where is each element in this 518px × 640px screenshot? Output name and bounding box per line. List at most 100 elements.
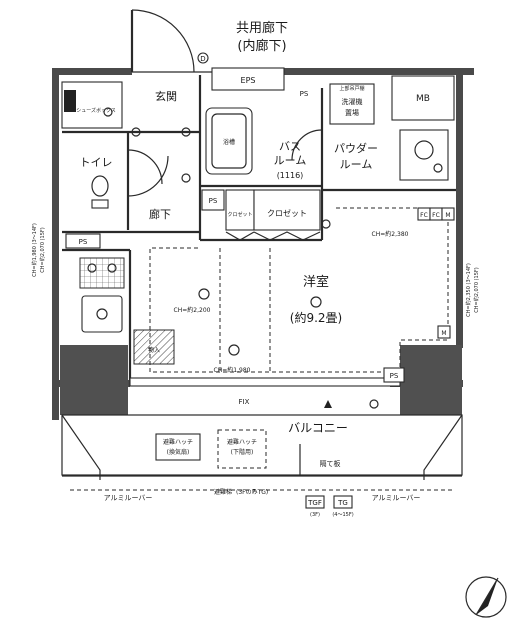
stove-burner-1 xyxy=(87,263,97,273)
m-box-1 xyxy=(441,207,455,221)
ceiling-note: CH=約2,380 xyxy=(372,230,409,238)
tgf-box xyxy=(305,495,325,509)
m-label-2: M xyxy=(441,330,446,337)
eps-label: EPS xyxy=(241,76,256,85)
ps-mid-box xyxy=(201,189,225,211)
mb-box xyxy=(391,75,455,121)
ch-vertical-left-2: CH=約2,070 (15F) xyxy=(39,227,46,273)
column-right xyxy=(400,345,462,415)
bath-door xyxy=(291,129,323,161)
column-left xyxy=(60,345,128,415)
mb-label: MB xyxy=(416,94,430,104)
storage-box xyxy=(133,329,175,365)
hatch2-line1: 避難ハッチ xyxy=(227,438,257,446)
m-label-1: M xyxy=(445,212,450,219)
storage-label: 物入 xyxy=(148,346,160,354)
toilet-label: トイレ xyxy=(80,156,113,169)
tg-sub: (4〜15F) xyxy=(332,512,353,518)
ps-bottom-right-label: PS xyxy=(390,372,399,380)
escape-hatch-2 xyxy=(217,429,267,469)
ps-top-label: PS xyxy=(300,90,309,98)
vanity xyxy=(399,129,449,181)
bath-label-line1: バス xyxy=(279,140,301,153)
powder-label-line1: パウダー xyxy=(334,141,378,155)
light-western-bottom xyxy=(228,344,240,356)
vanity-tap xyxy=(433,163,443,173)
d-label: D xyxy=(200,55,205,63)
ps-mid-label: PS xyxy=(209,197,218,205)
ch-vertical-right: CH=約2,350 (3〜14F) xyxy=(465,263,472,317)
ch-bottom-label: CH=約1,980 xyxy=(214,366,251,374)
light-entrance xyxy=(131,127,141,137)
light-balcony-right xyxy=(369,399,379,409)
hallway-label: 廊下 xyxy=(149,207,171,221)
entrance-door xyxy=(130,9,212,73)
western-light xyxy=(310,296,322,308)
hatch1-line2: (換気扇) xyxy=(167,448,190,456)
toilet-door xyxy=(127,149,163,185)
drain-label: 避難梯 xyxy=(214,488,232,496)
north-compass xyxy=(465,576,507,618)
bath-label-line2: ルーム xyxy=(274,154,307,167)
fc-label-2: FC xyxy=(432,212,440,219)
closet-2 xyxy=(253,189,321,231)
bath-tub xyxy=(205,107,253,175)
bath-tub-label: 浴槽 xyxy=(223,138,235,146)
corridor-label-line1: 共用廊下 xyxy=(236,20,288,36)
drain-note: (3FのみTG) xyxy=(236,489,268,496)
closet-doors xyxy=(225,231,321,241)
ps-bottom-right xyxy=(383,367,405,383)
western-label-line2: (約9.2畳) xyxy=(290,310,342,325)
upper-closet-label: 上部吊戸棚 xyxy=(339,85,364,92)
ps-left-label: PS xyxy=(79,238,88,246)
closet-2-label: クロゼット xyxy=(267,208,307,218)
fc-label-1: FC xyxy=(420,212,428,219)
hallway-door xyxy=(127,155,169,197)
bath-tub-inner xyxy=(211,113,247,169)
stove-burner-2 xyxy=(107,263,117,273)
wm-label-line1: 洗濯機 xyxy=(342,97,363,106)
western-label-line1: 洋室 xyxy=(303,274,329,290)
d-marker xyxy=(197,52,209,64)
closet-1 xyxy=(225,189,255,231)
tgf-label: TGF xyxy=(307,499,322,507)
tg-box xyxy=(333,495,353,509)
kitchen-sink xyxy=(81,295,123,333)
inner-walls xyxy=(62,75,456,380)
partition-label: 隔て板 xyxy=(320,459,341,468)
ch-vertical-left: CH=約1,980 (3〜14F) xyxy=(31,223,38,277)
louver-left-label: アルミルーバー xyxy=(104,494,153,502)
light-hall xyxy=(181,173,191,183)
kitchen-stove xyxy=(79,257,125,289)
ch-left-label: CH=約2,200 xyxy=(174,306,211,314)
light-entrance-2 xyxy=(181,127,191,137)
eps-box xyxy=(211,67,285,91)
closet-1-label: クロゼット xyxy=(227,211,252,218)
kitchen-tap xyxy=(96,308,108,320)
corridor-label-line2: (内廊下) xyxy=(237,38,286,54)
window-sash xyxy=(129,377,401,387)
light-hall-2 xyxy=(103,107,113,117)
ceiling-dash-outline xyxy=(149,207,449,373)
shoe-box-dark xyxy=(64,90,76,112)
m-box-2 xyxy=(437,325,451,339)
bath-size-label: (1116) xyxy=(277,171,304,180)
fix-label: FIX xyxy=(239,398,250,406)
tgf-sub: (3F) xyxy=(310,512,320,518)
escape-hatch-1 xyxy=(155,433,201,461)
hatch1-line1: 避難ハッチ xyxy=(163,438,193,446)
hatch2-line2: (下階用) xyxy=(231,448,254,456)
light-western-left xyxy=(198,288,210,300)
vanity-sink xyxy=(414,140,434,160)
ch-vertical-right-2: CH=約2,070 (15F) xyxy=(473,267,480,313)
washing-machine-area xyxy=(329,83,375,125)
window-arrow xyxy=(324,400,332,408)
tg-label: TG xyxy=(337,499,348,507)
louver-right-label: アルミルーバー xyxy=(372,494,421,502)
entrance-label: 玄関 xyxy=(155,89,177,103)
ps-left-box xyxy=(65,233,101,249)
toilet-tank xyxy=(91,199,109,209)
closet-light xyxy=(321,219,331,229)
shoe-box-label: シューズボックス xyxy=(76,107,116,114)
